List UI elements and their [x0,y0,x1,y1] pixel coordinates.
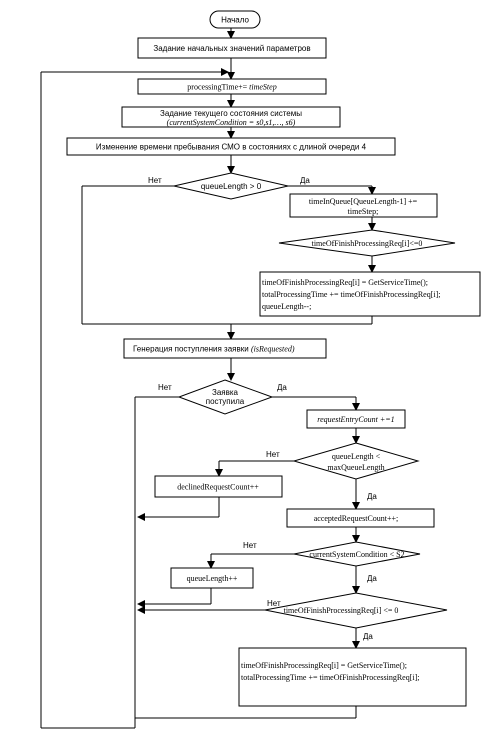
max-queue-condition-line2: maxQueueLength [327,463,384,472]
accepted-label: acceptedRequestCount++; [314,514,399,523]
s2-condition: currentSystemCondition < S2 [309,550,404,559]
processing-time-block: processingTime+= timeStep [137,78,327,95]
finish-block-1: timeOfFinishProcessingReq[i] = GetServic… [259,271,481,317]
declined-block: declinedRequestCount++ [154,475,283,498]
label-no-maxqueue: Нет [266,450,280,459]
request-condition-line1: Заявка [212,388,239,397]
connectors [40,28,376,729]
change-time-block: Изменение времени пребывания СМО в состо… [66,137,396,156]
label-yes-s2: Да [367,574,377,583]
label-no-request: Нет [158,383,172,392]
label-yes-maxqueue: Да [367,492,377,501]
finish-block1-line1: timeOfFinishProcessingReq[i] = GetServic… [262,278,428,287]
change-time-label: Изменение времени пребывания СМО в состо… [96,143,367,152]
request-condition-line2: поступила [206,397,245,406]
entry-count-label: requestEntryCount +=1 [317,415,394,424]
s2-decision: currentSystemCondition < S2 [293,541,421,567]
start-label: Начало [221,16,249,25]
label-no-s2: Нет [243,541,257,550]
label-yes-request: Да [277,383,287,392]
finish-block1-line3: queueLength--; [262,302,311,311]
time-in-queue-line2: timeStep; [348,207,379,216]
finish-decision-1: timeOfFinishProcessingReq[i]<=0 [278,229,456,257]
init-label: Задание начальных значений параметров [153,44,310,53]
set-state-block: Задание текущего состояния системы (curr… [121,106,341,128]
finish-decision-2: timeOfFinishProcessingReq[i] <= 0 [264,592,448,629]
finish-block2-line2: totalProcessingTime += timeOfFinishProce… [241,673,420,682]
label-yes-finish2: Да [363,632,373,641]
finish-condition-2: timeOfFinishProcessingReq[i] <= 0 [284,606,399,615]
processing-time-label: processingTime+= timeStep [187,83,276,92]
time-in-queue-line1: timeInQueue[QueueLength-1] += [309,197,418,206]
max-queue-condition-line1: queueLength < [332,452,381,461]
gen-request-block: Генерация поступления заявки (isRequeste… [123,338,327,359]
label-no-finish2: Нет [267,599,281,608]
finish-block-2: timeOfFinishProcessingReq[i] = GetServic… [238,647,467,707]
accepted-block: acceptedRequestCount++; [286,508,435,528]
gen-request-label: Генерация поступления заявки (isRequeste… [133,345,295,354]
queue-length-decision: queueLength > 0 [173,172,289,200]
set-state-line2: (currentSystemCondition = s0,s1,…, s6) [167,118,296,127]
set-state-line1: Задание текущего состояния системы [160,109,302,118]
queue-inc-block: queueLength++ [170,567,254,589]
finish-block1-line2: totalProcessingTime += timeOfFinishProce… [262,290,441,299]
label-no-queue: Нет [148,176,162,185]
init-block: Задание начальных значений параметров [137,37,327,59]
entry-count-block: requestEntryCount +=1 [306,409,406,429]
queue-length-condition: queueLength > 0 [201,182,262,191]
finish-block2-line1: timeOfFinishProcessingReq[i] = GetServic… [241,661,407,670]
request-decision: Заявка поступила [177,379,274,415]
declined-label: declinedRequestCount++ [177,483,259,492]
start-node: Начало [209,10,261,29]
finish-condition-1: timeOfFinishProcessingReq[i]<=0 [312,239,423,248]
time-in-queue-block: timeInQueue[QueueLength-1] += timeStep; [289,193,438,218]
max-queue-decision: queueLength < maxQueueLength [292,442,420,480]
label-yes-queue: Да [300,176,310,185]
queue-inc-label: queueLength++ [187,574,238,583]
